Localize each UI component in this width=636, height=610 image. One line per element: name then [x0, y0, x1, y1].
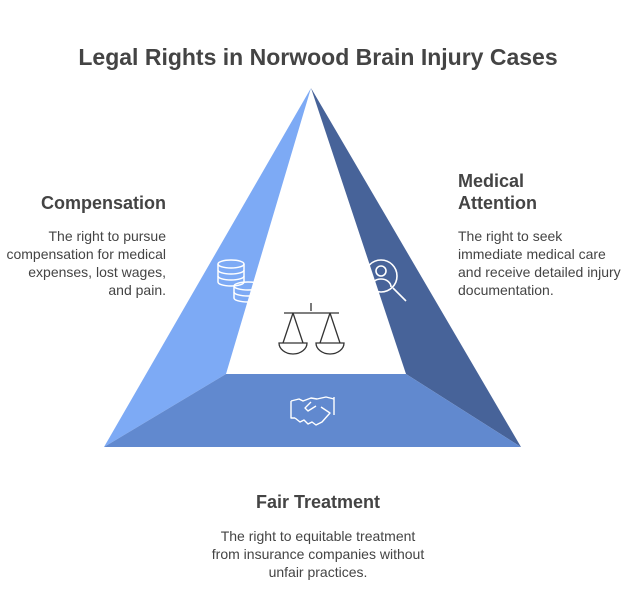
- diagram-title: Legal Rights in Norwood Brain Injury Cas…: [78, 44, 558, 70]
- handshake-icon: [290, 396, 335, 426]
- compensation-heading: Compensation: [40, 193, 166, 213]
- medical-attention-description: The right to seek immediate medical care…: [458, 228, 621, 298]
- fair-treatment-segment: [104, 374, 521, 447]
- compensation-description: The right to pursue compensation for med…: [6, 228, 166, 298]
- fair-treatment-description: The right to equitable treatment from in…: [211, 528, 425, 580]
- person-search-icon: [364, 259, 407, 302]
- medical-attention-heading: Medical Attention: [458, 171, 537, 213]
- medical-attention-segment: [311, 88, 521, 447]
- fair-treatment-heading: Fair Treatment: [255, 492, 381, 512]
- center-triangle: [226, 216, 406, 374]
- scales-icon: [278, 303, 345, 355]
- compensation-segment: [104, 88, 311, 447]
- coins-stack-icon: [217, 259, 263, 303]
